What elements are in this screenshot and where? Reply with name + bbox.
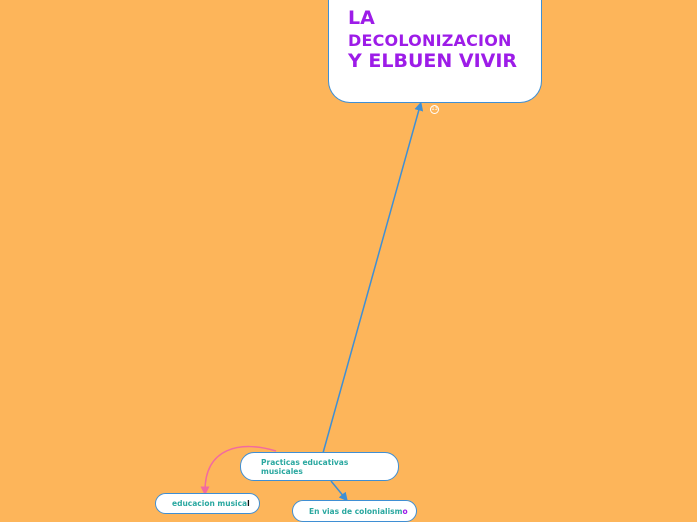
topic-label-colonialismo: En vias de colonialism — [309, 507, 403, 516]
topic-label-educacion: educacion musica — [172, 499, 248, 508]
topic-label-educacion-tail: l — [247, 499, 250, 508]
central-topic-line-1: LA — [348, 7, 375, 29]
topic-node-educacion-musical[interactable]: educacion musical — [155, 493, 260, 514]
central-topic-node[interactable]: LA DECOLONIZACION Y ELBUEN VIVIR — [328, 0, 542, 103]
topic-label-colonialismo-tail: o — [402, 507, 408, 516]
central-topic-line-3: Y ELBUEN VIVIR — [348, 50, 518, 73]
connector-practicas-to-colonialismo — [330, 480, 348, 502]
connector-practicas-to-educacion — [200, 445, 277, 496]
central-topic-line-2: DECOLONIZACION — [348, 30, 512, 50]
topic-label-practicas: Practicas educativas musicales — [261, 458, 349, 476]
collapse-toggle-icon[interactable]: 13 — [430, 105, 439, 114]
connector-practicas-to-main — [322, 101, 424, 454]
topic-node-colonialismo[interactable]: En vias de colonialismo — [292, 500, 417, 522]
topic-node-practicas[interactable]: Practicas educativas musicales — [240, 452, 399, 481]
